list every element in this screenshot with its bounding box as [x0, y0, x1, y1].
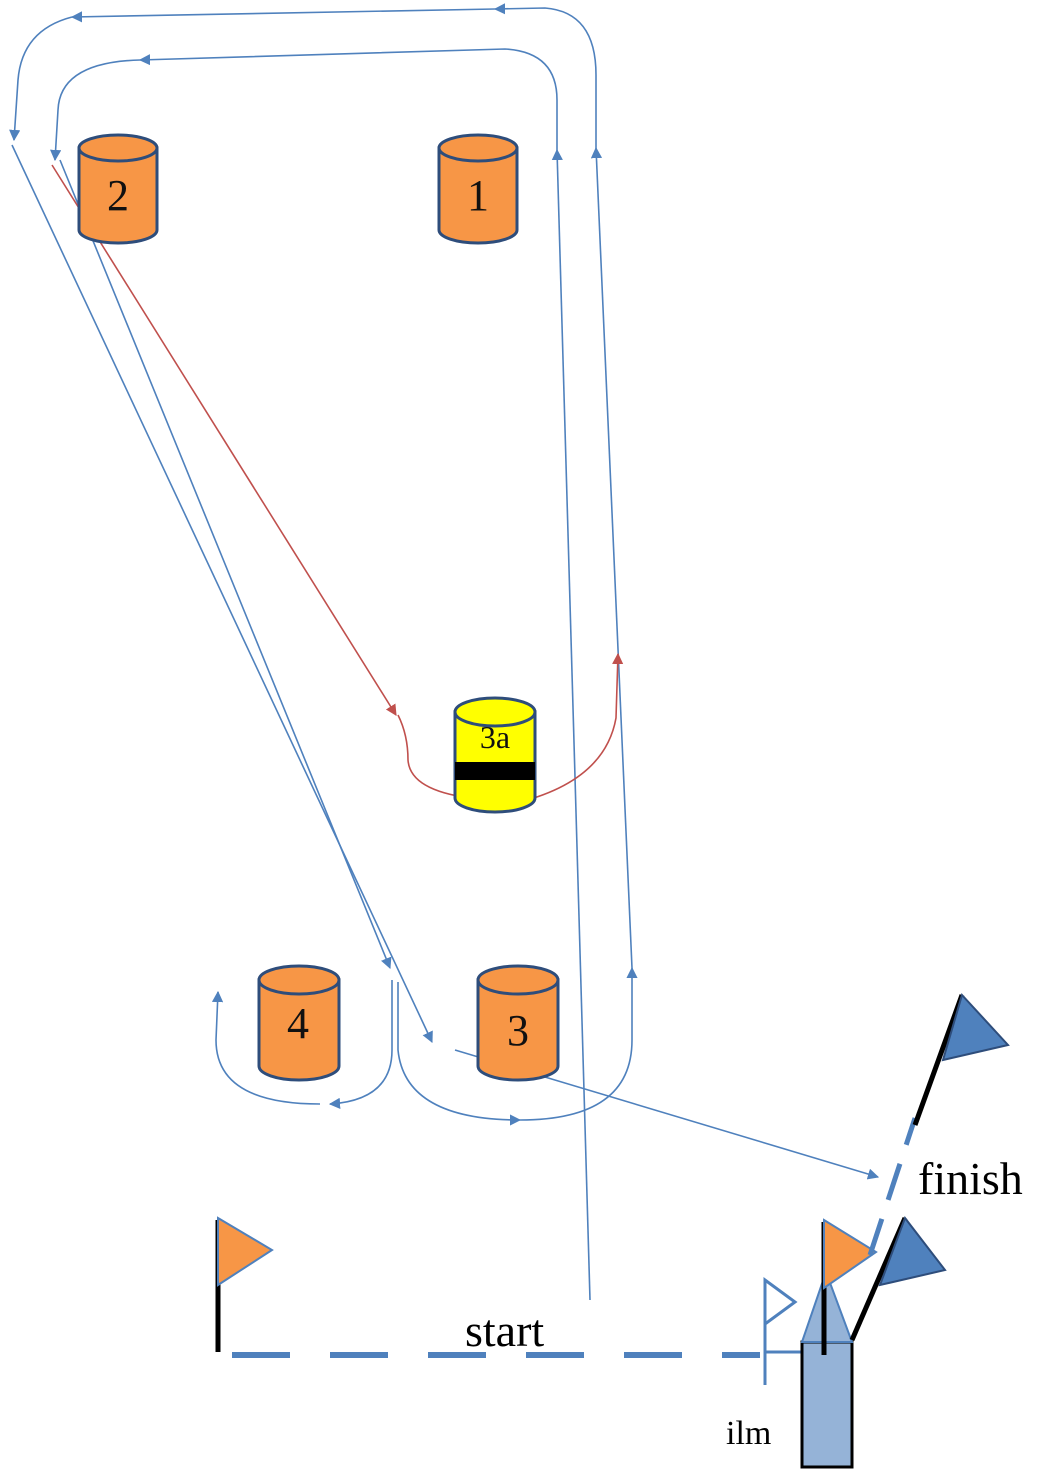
- barrel-2-label: 2: [107, 171, 129, 220]
- start-flag-left-icon: [215, 1216, 274, 1352]
- path-3a-up: [519, 652, 624, 803]
- ilm-label: ilm: [726, 1415, 771, 1452]
- path-start-to-barrel-1: [551, 148, 591, 1301]
- start-flag-right-icon: [821, 1218, 878, 1355]
- barrel-3a-label: 3a: [480, 719, 510, 755]
- path-barrel-3-up: [519, 966, 638, 1121]
- path-inner-left-down: [50, 59, 141, 162]
- path-outer-top-loop: [493, 3, 597, 148]
- barrel-4: 4: [257, 964, 341, 1082]
- barrel-1: 1: [437, 133, 519, 245]
- path-outer-top-line: [70, 8, 496, 23]
- path-outer-left-down: [9, 16, 73, 142]
- barrel-3: 3: [476, 964, 560, 1082]
- blue-path: [9, 3, 880, 1301]
- barrel-2: 2: [77, 133, 159, 245]
- path-left-to-barrel-3: [11, 144, 433, 1044]
- ilm-flag-icon: [763, 1277, 798, 1385]
- path-around-barrel-4: [328, 980, 393, 1109]
- barrel-3a: 3a: [453, 696, 537, 814]
- finish-flag-top-icon: [912, 993, 1010, 1126]
- path-around-3a: [397, 714, 522, 807]
- barrel-3a-stripe: [455, 762, 535, 780]
- path-right-long-up: [590, 146, 633, 969]
- barrel-4-label: 4: [287, 999, 309, 1048]
- path-barrel-2-to-3a: [51, 164, 397, 716]
- path-barrel-4-back: [211, 990, 321, 1105]
- barrel-3-label: 3: [507, 1006, 529, 1055]
- red-path: [51, 164, 624, 807]
- finish-label: finish: [918, 1153, 1023, 1204]
- barrel-1-label: 1: [467, 171, 489, 220]
- finish-line: [867, 1117, 918, 1256]
- path-around-barrel-3: [397, 982, 522, 1126]
- start-label: start: [465, 1305, 544, 1356]
- path-inner-top-loop: [138, 48, 558, 150]
- finish-flag-bottom-icon: [849, 1215, 947, 1341]
- ilm-box: [800, 1269, 854, 1469]
